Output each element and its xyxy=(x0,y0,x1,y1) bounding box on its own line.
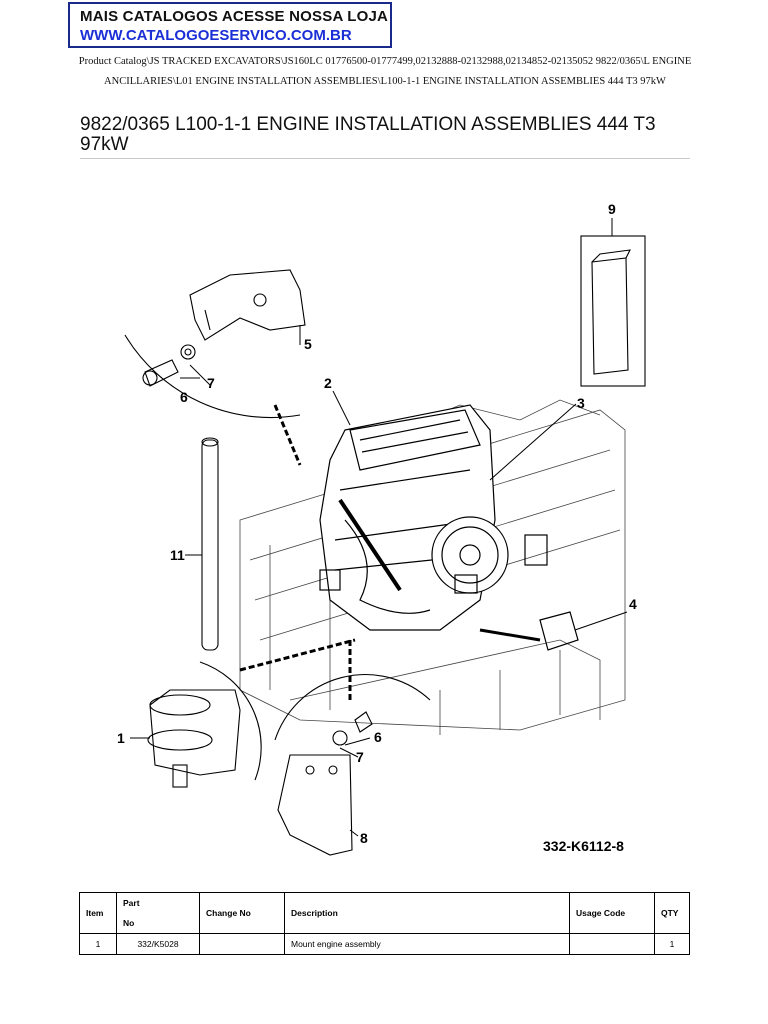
header-part-no-line1: Part xyxy=(123,898,140,908)
mount-inset xyxy=(147,638,356,788)
callout-6-lower: 6 xyxy=(374,729,382,745)
table-row: 1 332/K5028 Mount engine assembly 1 xyxy=(79,933,690,955)
cell-item: 1 xyxy=(79,933,117,955)
engine-block xyxy=(319,404,579,651)
callout-11: 11 xyxy=(170,547,185,563)
leader-lines xyxy=(130,218,628,837)
title-divider xyxy=(80,158,690,159)
part-11-rod xyxy=(201,437,219,651)
lower-bracket-inset xyxy=(274,640,431,856)
callout-7-lower: 7 xyxy=(356,749,364,765)
header-change-no: Change No xyxy=(199,892,285,934)
cell-usage-code xyxy=(569,933,655,955)
callout-5: 5 xyxy=(304,336,312,352)
breadcrumb: Product Catalog\JS TRACKED EXCAVATORS\JS… xyxy=(78,56,692,87)
part-9-block xyxy=(580,235,646,387)
header-qty: QTY xyxy=(654,892,690,934)
parts-table: Item Part No Change No Description Usage… xyxy=(79,892,690,955)
header-part-no-line2: No xyxy=(123,918,135,928)
header-part-no: Part No xyxy=(116,892,200,934)
cell-qty: 1 xyxy=(654,933,690,955)
table-header-row: Item Part No Change No Description Usage… xyxy=(79,892,690,934)
callout-8: 8 xyxy=(360,830,368,846)
page-title: 9822/0365 L100-1-1 ENGINE INSTALLATION A… xyxy=(80,114,656,155)
callout-2: 2 xyxy=(324,375,332,391)
banner-link[interactable]: WWW.CATALOGOESERVICO.COM.BR xyxy=(80,27,352,44)
callout-7: 7 xyxy=(207,375,215,391)
callout-1: 1 xyxy=(117,730,125,746)
callout-6: 6 xyxy=(180,389,188,405)
header-description: Description xyxy=(284,892,570,934)
callout-3: 3 xyxy=(577,395,585,411)
figure-code: 332-K6112-8 xyxy=(543,838,624,854)
store-banner[interactable]: MAIS CATALOGOS ACESSE NOSSA LOJA WWW.CAT… xyxy=(68,2,392,48)
header-item: Item xyxy=(79,892,117,934)
banner-line-1: MAIS CATALOGOS ACESSE NOSSA LOJA xyxy=(80,8,389,25)
engine-installation-diagram: 9 5 7 6 2 3 4 11 1 6 7 8 xyxy=(117,201,646,856)
cell-change-no xyxy=(199,933,285,955)
bracket-inset xyxy=(124,269,306,466)
callout-4: 4 xyxy=(629,596,637,612)
callout-9: 9 xyxy=(608,201,616,217)
header-usage-code: Usage Code xyxy=(569,892,655,934)
cell-description: Mount engine assembly xyxy=(284,933,570,955)
cell-part-no: 332/K5028 xyxy=(116,933,200,955)
